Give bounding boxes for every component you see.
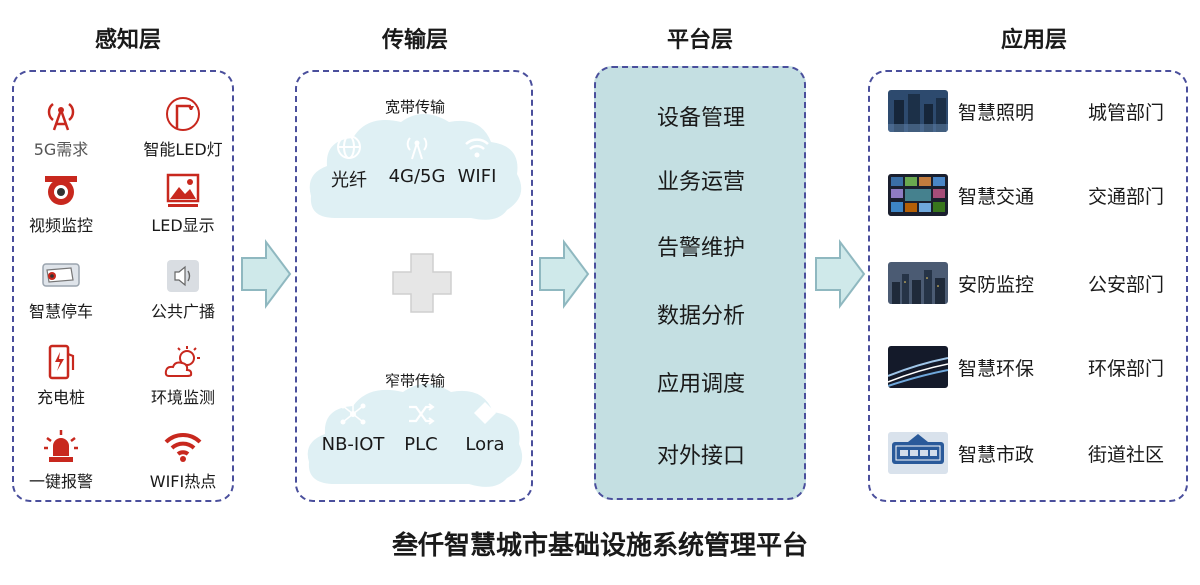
broadband-item-wifi: WIFI xyxy=(437,134,517,187)
camera-icon xyxy=(45,176,77,205)
sense-layer-title: 感知层 xyxy=(94,28,161,53)
narrowband-label: Lora xyxy=(465,434,505,455)
broadband-label: 光纤 xyxy=(331,170,367,191)
antenna-tower-icon xyxy=(47,103,75,131)
broadband-title: 宽带传输 xyxy=(384,98,445,116)
image-display-icon xyxy=(166,173,200,207)
app-dept: 公安部门 xyxy=(1088,274,1165,296)
sense-label: LED显示 xyxy=(151,216,215,235)
app-dept: 街道社区 xyxy=(1088,444,1165,466)
platform-layer-box: 设备管理 业务运营 告警维护 数据分析 应用调度 对外接口 xyxy=(594,66,806,500)
sense-item-led-display: LED显示 xyxy=(128,172,238,236)
video-wall-thumbnail xyxy=(888,174,948,216)
footer-title: 叁仟智慧城市基础设施系统管理平台 xyxy=(391,531,808,561)
sense-item-led-lamp: 智能LED灯 xyxy=(128,96,238,160)
sense-item-video: 视频监控 xyxy=(6,172,116,236)
narrowband-item-nbiot: NB-IOT xyxy=(313,400,393,455)
app-name: 安防监控 xyxy=(958,274,1035,296)
narrowband-label: NB-IOT xyxy=(321,434,385,455)
sense-label: 5G需求 xyxy=(33,140,89,159)
weather-icon xyxy=(164,346,200,377)
arrow-transport-to-platform xyxy=(539,239,590,309)
sense-label: 充电桩 xyxy=(36,388,85,407)
sense-layer-box: 5G需求 智能LED灯 视频监控 LED显示 xyxy=(12,70,234,502)
narrowband-title: 窄带传输 xyxy=(384,372,445,390)
narrowband-cloud xyxy=(307,384,523,487)
city-night-thumbnail xyxy=(888,90,948,132)
transport-layer-title: 传输层 xyxy=(381,28,448,53)
arrow-sense-to-transport xyxy=(241,239,292,309)
cross-connector-icon xyxy=(392,253,452,313)
narrowband-item-lora: Lora xyxy=(445,400,525,455)
broadband-item-fiber: 光纤 xyxy=(309,134,389,192)
platform-item: 数据分析 xyxy=(656,304,745,329)
platform-item: 应用调度 xyxy=(656,372,745,397)
app-dept: 环保部门 xyxy=(1088,358,1165,380)
app-name: 智慧环保 xyxy=(958,358,1035,380)
platform-item: 告警维护 xyxy=(656,236,745,261)
sense-item-parking: 智慧停车 xyxy=(6,258,116,322)
wifi-icon xyxy=(465,138,489,158)
application-layer-box: 智慧照明 城管部门 智慧交通 交通部门 安防监控 公安部门 xyxy=(868,70,1188,502)
sense-item-charging: 充电桩 xyxy=(6,344,116,408)
sense-label: 智慧停车 xyxy=(28,302,93,321)
charging-pile-icon xyxy=(48,344,75,380)
sense-label: 视频监控 xyxy=(28,216,93,235)
shuffle-icon xyxy=(409,403,435,425)
sense-item-5g: 5G需求 xyxy=(6,96,116,160)
sense-label: 环境监测 xyxy=(150,388,215,407)
sense-item-alarm: 一键报警 xyxy=(6,428,116,492)
sense-label: 智能LED灯 xyxy=(143,140,223,159)
narrowband-label: PLC xyxy=(404,434,438,455)
app-name: 智慧市政 xyxy=(958,444,1035,466)
platform-layer-title: 平台层 xyxy=(666,28,733,53)
sense-label: WIFI热点 xyxy=(149,472,217,491)
app-row-security: 安防监控 公安部门 xyxy=(870,260,1180,306)
speaker-icon xyxy=(167,260,199,292)
street-lamp-icon xyxy=(166,97,200,131)
app-name: 智慧交通 xyxy=(958,186,1035,208)
app-name: 智慧照明 xyxy=(958,102,1035,124)
sense-label: 公共广播 xyxy=(150,302,215,321)
narrowband-item-plc: PLC xyxy=(381,400,461,455)
platform-item: 对外接口 xyxy=(656,444,745,469)
broadband-label: WIFI xyxy=(457,166,497,187)
sense-item-broadcast: 公共广播 xyxy=(128,258,238,322)
broadband-cloud xyxy=(309,114,522,220)
platform-item: 设备管理 xyxy=(656,106,745,131)
app-row-lighting: 智慧照明 城管部门 xyxy=(870,88,1180,134)
signal-tower-icon xyxy=(406,137,428,160)
light-trail-thumbnail xyxy=(888,346,948,388)
app-row-traffic: 智慧交通 交通部门 xyxy=(870,172,1180,218)
platform-item: 业务运营 xyxy=(656,170,745,195)
broadband-item-4g5g: 4G/5G xyxy=(377,134,457,187)
app-dept: 交通部门 xyxy=(1088,186,1165,208)
wifi-icon xyxy=(164,432,202,462)
city-management-badge-thumbnail xyxy=(888,432,948,474)
alarm-siren-icon xyxy=(44,430,78,462)
globe-icon xyxy=(337,135,361,159)
sense-item-environment: 环境监测 xyxy=(128,344,238,408)
skyline-thumbnail xyxy=(888,262,948,304)
sense-item-wifi: WIFI热点 xyxy=(128,428,238,492)
app-row-environment: 智慧环保 环保部门 xyxy=(870,344,1180,390)
broadband-label: 4G/5G xyxy=(388,166,446,187)
transport-layer-box: 宽带传输 光纤 4G/5G WIFI 窄带传输 xyxy=(295,70,533,502)
network-nodes-icon xyxy=(340,400,366,425)
app-dept: 城管部门 xyxy=(1088,102,1165,124)
application-layer-title: 应用层 xyxy=(1000,28,1067,53)
arrow-platform-to-application xyxy=(815,239,866,309)
sense-label: 一键报警 xyxy=(28,472,93,491)
cctv-camera-icon xyxy=(42,263,80,287)
diamond-tag-icon xyxy=(474,402,496,424)
app-row-municipal: 智慧市政 街道社区 xyxy=(870,430,1180,476)
